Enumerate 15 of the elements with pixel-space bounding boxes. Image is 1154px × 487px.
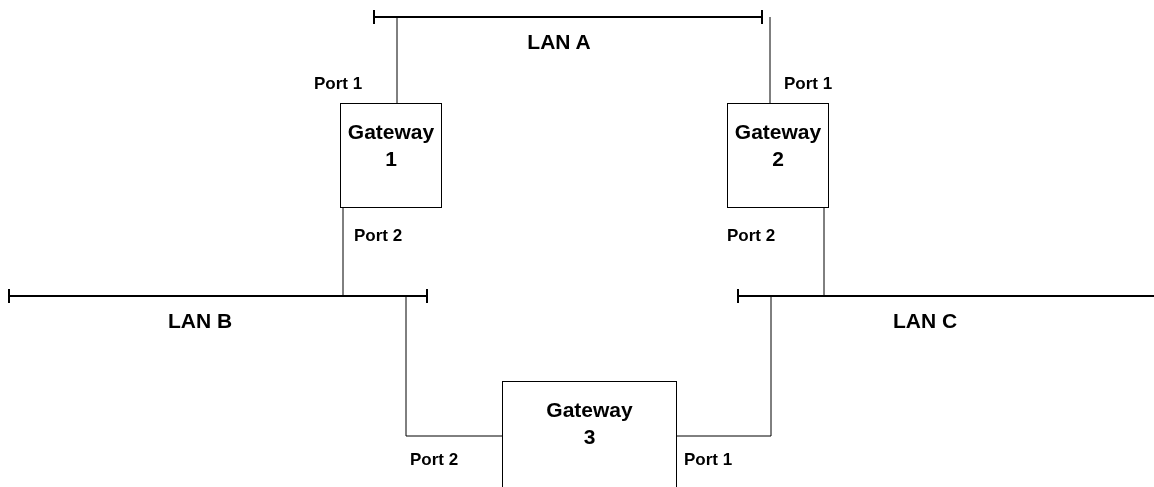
gateway-box bbox=[502, 381, 677, 487]
connection-line bbox=[405, 295, 503, 437]
connection-line bbox=[823, 207, 825, 297]
gateway-box bbox=[340, 103, 442, 208]
connection-line bbox=[676, 295, 772, 437]
node-label: LAN B bbox=[167, 309, 233, 333]
node-label: LAN A bbox=[527, 30, 591, 54]
node-label: LAN C bbox=[892, 309, 958, 333]
connection-line bbox=[396, 16, 398, 104]
node-label: Gateway 2 bbox=[733, 119, 823, 173]
connection-line bbox=[769, 16, 771, 104]
gateway-box bbox=[727, 103, 829, 208]
node-label: Gateway 3 bbox=[545, 397, 634, 451]
node-label: Gateway 1 bbox=[346, 119, 436, 173]
connection-line bbox=[342, 207, 344, 297]
